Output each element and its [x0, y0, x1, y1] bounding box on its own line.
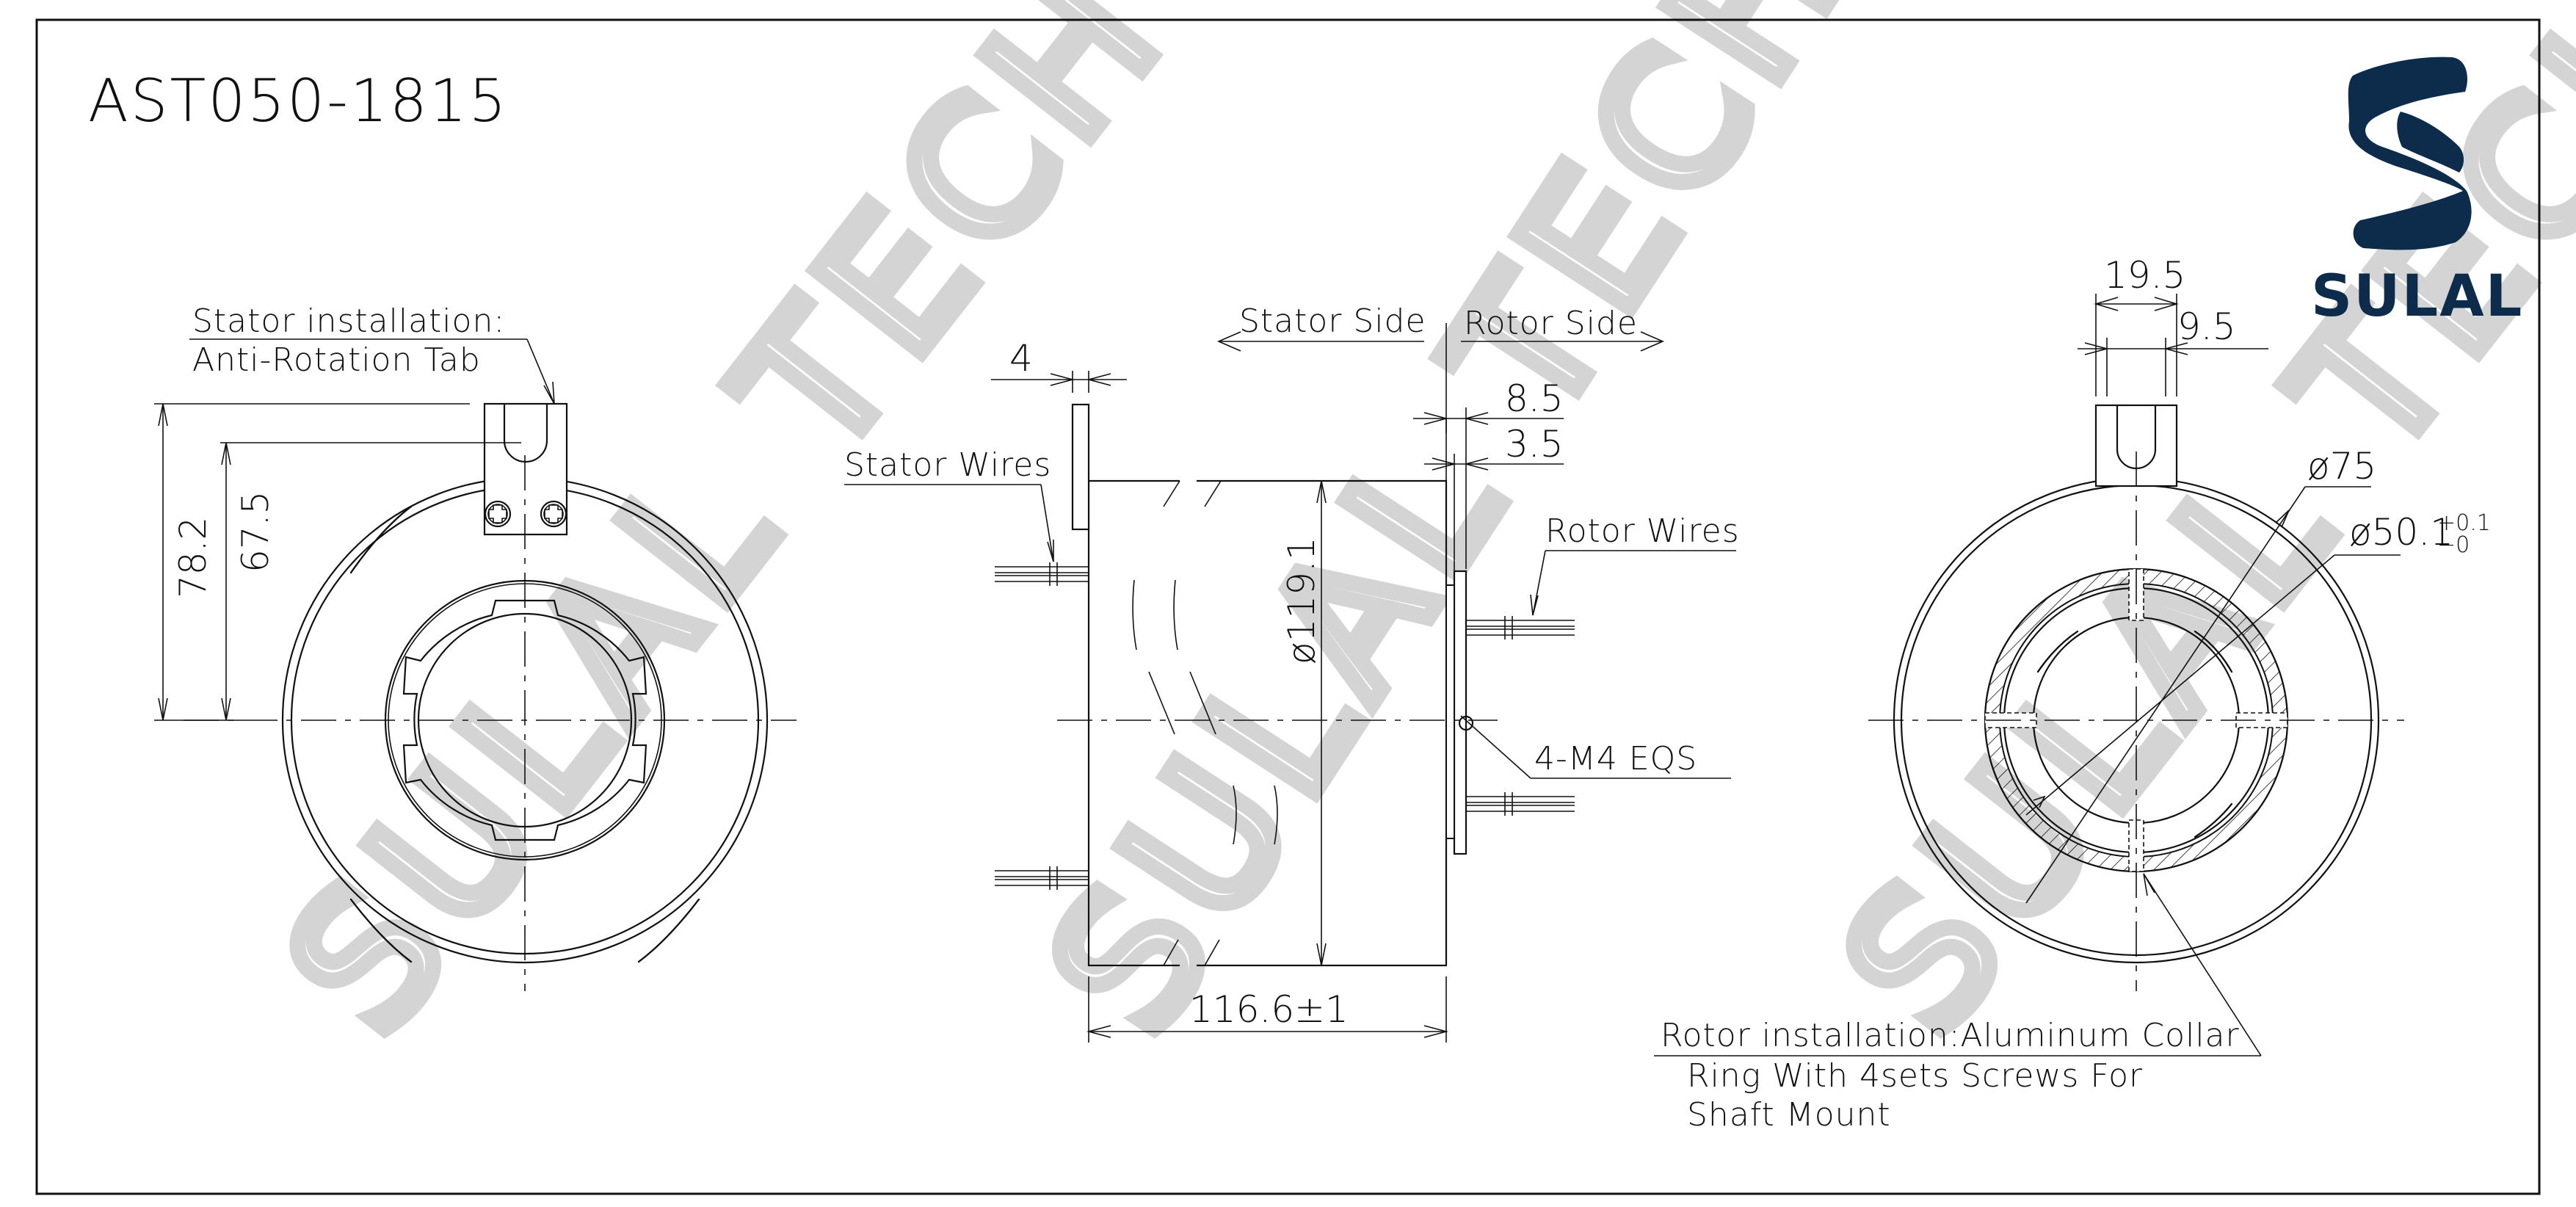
dim-total-height: 78.2 — [172, 517, 214, 598]
front-view — [154, 338, 797, 991]
rear-view — [1654, 294, 2404, 1056]
screw-note: 4-M4 EQS — [1534, 740, 1697, 778]
dim-slot-width: 9.5 — [2177, 305, 2236, 348]
dim-length: 116.6±1 — [1189, 988, 1349, 1031]
svg-text:SULAL TECH: SULAL TECH — [1009, 0, 1888, 1066]
stator-wire-icon — [995, 866, 1089, 890]
rotor-wires-label: Rotor Wires — [1545, 512, 1740, 550]
dim-bore-tol-upper: +0.1 — [2437, 510, 2491, 536]
drawing-title: AST050-1815 — [88, 67, 509, 135]
screw-icon — [484, 500, 512, 528]
rotor-note-line1: Rotor installation:Aluminum Collar — [1661, 1017, 2240, 1054]
rotor-wire-icon — [1466, 616, 1575, 639]
stator-note-line2: Anti-Rotation Tab — [192, 341, 481, 379]
rotor-wire-icon — [1466, 792, 1575, 816]
watermark-center: SULAL TECH — [1001, 0, 1896, 1074]
dim-tab-width: 19.5 — [2104, 254, 2185, 297]
screw-icon — [540, 500, 567, 528]
rotor-note-line2: Ring With 4sets Screws For — [1687, 1057, 2143, 1095]
drawing-border — [35, 18, 2541, 1195]
stator-note-line1: Stator installation: — [192, 302, 505, 340]
dim-bore-tol-lower: −0 — [2437, 532, 2470, 558]
stator-side-label: Stator Side — [1239, 302, 1426, 340]
dim-diameter: ø119.1 — [1280, 537, 1323, 664]
sulal-s-logo-icon — [2348, 57, 2472, 250]
stator-wire-icon — [995, 562, 1089, 586]
rotor-side-label: Rotor Side — [1464, 305, 1638, 342]
dim-collar-od: ø75 — [2307, 445, 2376, 487]
dim-rotor-offset: 8.5 — [1505, 377, 1564, 420]
dim-flange-thickness: 3.5 — [1505, 423, 1564, 465]
dim-bore: ø50.1 — [2349, 511, 2453, 554]
rotor-note-line3: Shaft Mount — [1687, 1096, 1891, 1134]
side-view — [844, 323, 1736, 1043]
dim-slot-height: 67.5 — [234, 491, 277, 573]
dim-tab-thickness: 4 — [1009, 337, 1033, 380]
logo-text: SULAL — [2311, 264, 2523, 330]
stator-wires-label: Stator Wires — [844, 446, 1051, 484]
sulal-logo: SULAL — [2311, 57, 2523, 330]
